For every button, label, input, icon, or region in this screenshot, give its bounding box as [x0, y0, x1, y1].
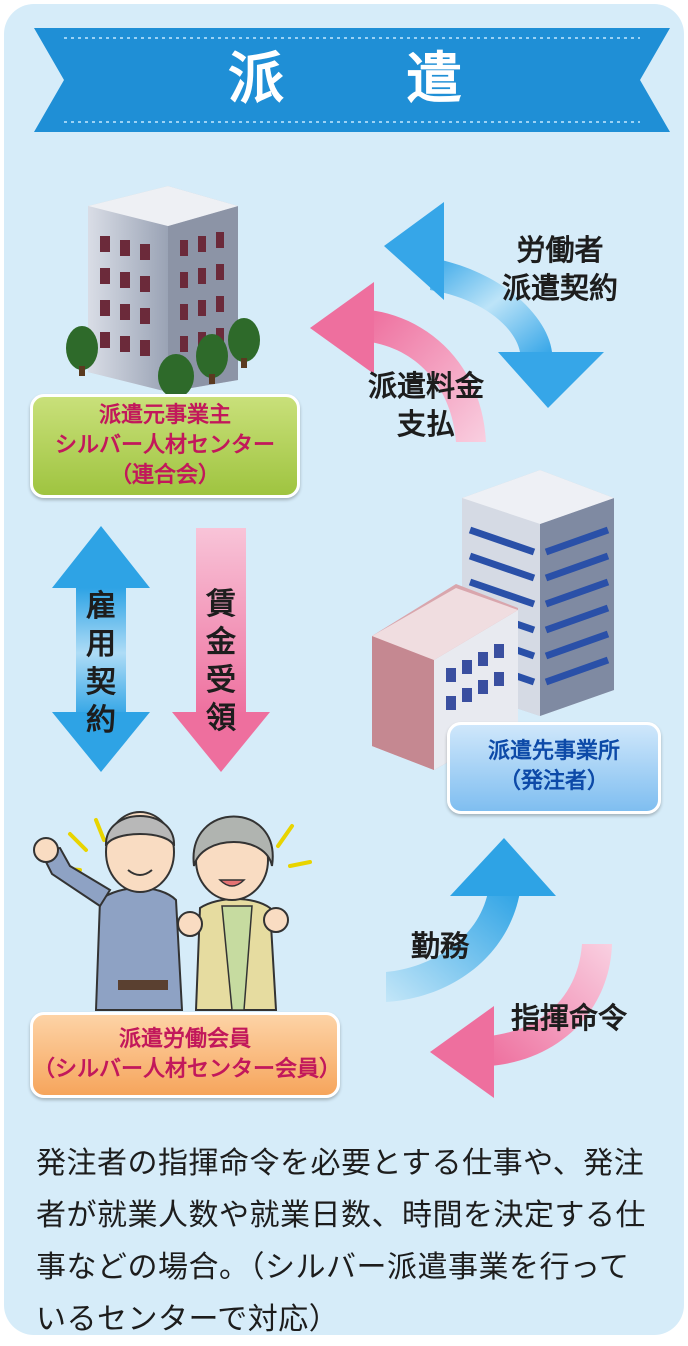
- wage-receipt-char-1: 賃: [206, 587, 236, 622]
- title-banner: [34, 28, 670, 132]
- work-label: 勤務: [410, 929, 469, 963]
- dispatch-contract-label-2: 派遣契約: [501, 271, 618, 305]
- employment-contract-char-4: 約: [86, 703, 116, 738]
- employment-contract-label: 雇 用 契 約: [81, 588, 121, 740]
- wage-receipt-label: 賃 金 受 領: [201, 586, 241, 738]
- wage-receipt-arrow: [172, 528, 270, 772]
- employment-contract-arrow: [52, 526, 150, 772]
- title-char-2: 遣: [406, 47, 462, 112]
- fee-payment-label-1: 派遣料金: [367, 369, 484, 403]
- employment-contract-char-2: 用: [86, 627, 116, 662]
- dispatch-contract-arrow: [384, 202, 604, 408]
- wage-receipt-char-3: 受: [206, 663, 236, 698]
- employment-contract-char-3: 契: [86, 665, 116, 700]
- command-label: 指揮命令: [510, 1001, 627, 1035]
- source-building-illustration: [66, 186, 260, 402]
- dispatch-source-box: 派遣元事業主 シルバー人材センター （連合会）: [30, 394, 300, 498]
- client-line-2: （発注者）: [498, 769, 609, 794]
- title-char-1: 派: [228, 47, 284, 112]
- member-line-2: （シルバー人材センター会員）: [33, 1057, 342, 1082]
- employment-contract-char-1: 雇: [86, 589, 116, 624]
- fee-payment-arrow: [310, 282, 486, 442]
- member-box: 派遣労働会員 （シルバー人材センター会員）: [30, 1012, 342, 1098]
- source-line-1: 派遣元事業主: [98, 403, 231, 428]
- dispatch-contract-label-1: 労働者: [516, 233, 604, 267]
- client-line-1: 派遣先事業所: [487, 739, 620, 764]
- description-text: 発注者の指揮命令を必要とする仕事や、発注者が就業人数や就業日数、時間を決定する仕…: [36, 1146, 646, 1337]
- command-arrow: [430, 944, 612, 1098]
- member-line-1: 派遣労働会員: [118, 1027, 251, 1052]
- wage-receipt-char-4: 領: [206, 701, 236, 736]
- source-line-2: シルバー人材センター: [54, 433, 275, 458]
- client-office-box: 派遣先事業所 （発注者）: [447, 722, 661, 814]
- elderly-couple-illustration: [33, 811, 312, 1011]
- fee-payment-label-2: 支払: [396, 407, 455, 441]
- source-line-3: （連合会）: [109, 463, 220, 488]
- wage-receipt-char-2: 金: [206, 625, 236, 660]
- work-arrow: [386, 838, 556, 1002]
